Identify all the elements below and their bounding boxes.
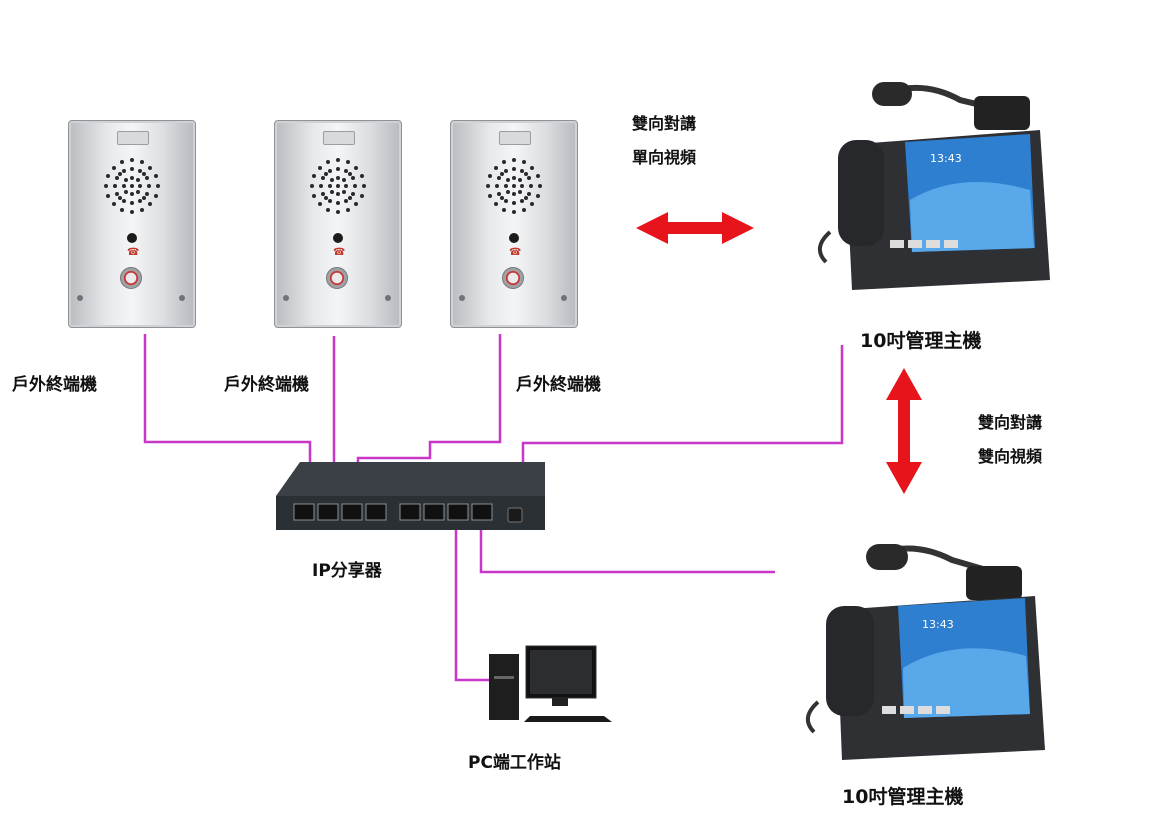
label-terminal-link: 雙向對講 單向視頻 (632, 107, 696, 175)
terminal-link-line1: 雙向對講 (632, 114, 697, 133)
speaker-grille-icon (104, 158, 160, 214)
terminal-link-line2: 單向視頻 (632, 148, 697, 167)
outdoor-terminal-1: ☎ (68, 120, 196, 328)
outdoor-terminal-2: ☎ (274, 120, 402, 328)
label-master-top: 10吋管理主機 (860, 330, 982, 352)
speaker-grille-icon (486, 158, 542, 214)
call-button (120, 267, 142, 289)
label-outdoor-terminal-2: 戶外終端機 (224, 375, 309, 395)
cable-master-bottom (479, 522, 775, 574)
camera-icon (127, 233, 137, 243)
phone-icon: ☎ (333, 247, 346, 258)
phone-icon: ☎ (127, 247, 140, 258)
camera-icon (333, 233, 343, 243)
label-outdoor-terminal-1: 戶外終端機 (12, 375, 97, 395)
label-ip-switch: IP分享器 (312, 561, 382, 581)
phone-icon: ☎ (509, 247, 522, 258)
arrow-master-master (886, 368, 922, 494)
label-master-bottom: 10吋管理主機 (842, 786, 964, 808)
label-pc-workstation: PC端工作站 (468, 753, 561, 773)
call-button (502, 267, 524, 289)
label-outdoor-terminal-3: 戶外終端機 (516, 375, 601, 395)
cable-pc (454, 522, 489, 682)
screen-time: 13:43 (922, 618, 954, 631)
screen-time: 13:43 (930, 152, 962, 165)
speaker-grille-icon (310, 158, 366, 214)
label-master-link: 雙向對講 雙向視頻 (978, 406, 1042, 474)
outdoor-terminal-3: ☎ (450, 120, 578, 328)
master-link-line2: 雙向視頻 (978, 447, 1043, 466)
arrow-terminal-master (636, 212, 754, 244)
master-link-line1: 雙向對講 (978, 413, 1043, 432)
call-button (326, 267, 348, 289)
camera-icon (509, 233, 519, 243)
